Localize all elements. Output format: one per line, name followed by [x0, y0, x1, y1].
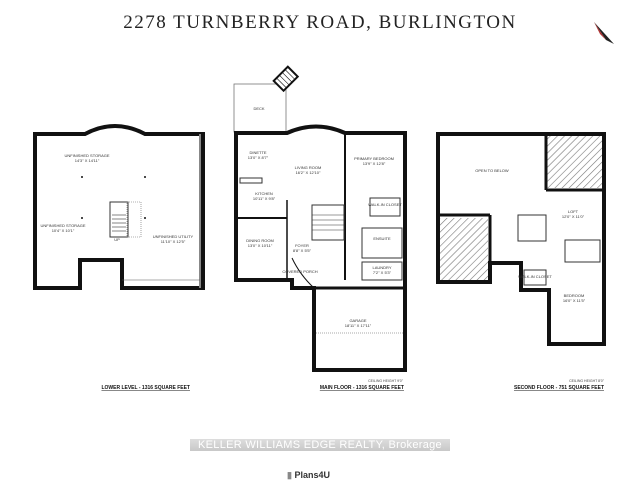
second-floor-plan: OPEN TO BELOW LOFT 12'0" X 11'0" BEDROOM… [436, 132, 606, 391]
room-name: COVERED PORCH [282, 269, 317, 274]
room-name: ENSUITE [373, 236, 391, 241]
stair-label: UP [114, 237, 120, 242]
room-dims: 16'2" X 12'10" [296, 170, 321, 175]
room-name: WALK-IN CLOSET [368, 202, 402, 207]
room-dims: 14'3" X 14'11" [75, 158, 100, 163]
room-dims: 10'4" X 10'1" [52, 228, 75, 233]
logo-text: Plans4U [294, 470, 330, 480]
room-name: UNFINISHED UTILITY [153, 234, 194, 239]
room-name: DECK [253, 106, 264, 111]
ceiling-height: CEILING HEIGHT 8'0" [569, 379, 605, 383]
floor-label: LOWER LEVEL - 1316 SQUARE FEET [101, 385, 190, 391]
room-name: UNFINISHED STORAGE [64, 153, 109, 158]
room-dims: 13'0" X 8'7" [248, 155, 269, 160]
room-dims: 16'0" X 11'5" [563, 298, 586, 303]
room-dims: 8'8" X 5'5" [293, 248, 312, 253]
room-dims: 18'11" X 17'11" [345, 323, 372, 328]
disclaimer-text [190, 484, 450, 488]
logo-icon: ▮ [287, 470, 295, 480]
floor-label: SECOND FLOOR - 751 SQUARE FEET [514, 385, 604, 391]
room-dims: 12'0" X 11'0" [562, 214, 585, 219]
room-name: DINETTE [249, 150, 266, 155]
lower-level-plan: UNFINISHED STORAGE 14'3" X 14'11" UNFINI… [33, 124, 205, 391]
north-arrow-icon [594, 22, 614, 44]
room-dims: 10'11" X 9'8" [253, 196, 276, 201]
page-title: 2278 TURNBERRY ROAD, BURLINGTON [123, 12, 517, 33]
room-name: LOFT [568, 209, 579, 214]
room-name: GARAGE [349, 318, 366, 323]
room-name: FOYER [295, 243, 309, 248]
brokerage-watermark: KELLER WILLIAMS EDGE REALTY, Brokerage [190, 439, 450, 451]
plans4u-logo: ▮ Plans4U [287, 470, 330, 481]
main-floor-plan: DECK DINETTE 13'0" X 8'7" LIVING ROOM 16… [233, 65, 407, 391]
room-name: PRIMARY BEDROOM [354, 156, 394, 161]
room-dims: 13'9" X 12'8" [363, 161, 386, 166]
room-name: KITCHEN [255, 191, 273, 196]
room-name: OPEN TO BELOW [475, 168, 509, 173]
room-name: UNFINISHED STORAGE [40, 223, 85, 228]
room-dims: 11'10" X 12'5" [161, 239, 186, 244]
room-name: DINING ROOM [246, 238, 274, 243]
ceiling-height: CEILING HEIGHT 9'0" [368, 379, 404, 383]
room-name: LIVING ROOM [295, 165, 322, 170]
room-name: LAUNDRY [372, 265, 391, 270]
room-name: WALK-IN CLOSET [518, 274, 552, 279]
floor-label: MAIN FLOOR - 1316 SQUARE FEET [320, 385, 404, 391]
room-dims: 13'0" X 10'11" [248, 243, 273, 248]
room-name: BEDROOM [564, 293, 585, 298]
room-dims: 7'2" X 5'3" [373, 270, 392, 275]
